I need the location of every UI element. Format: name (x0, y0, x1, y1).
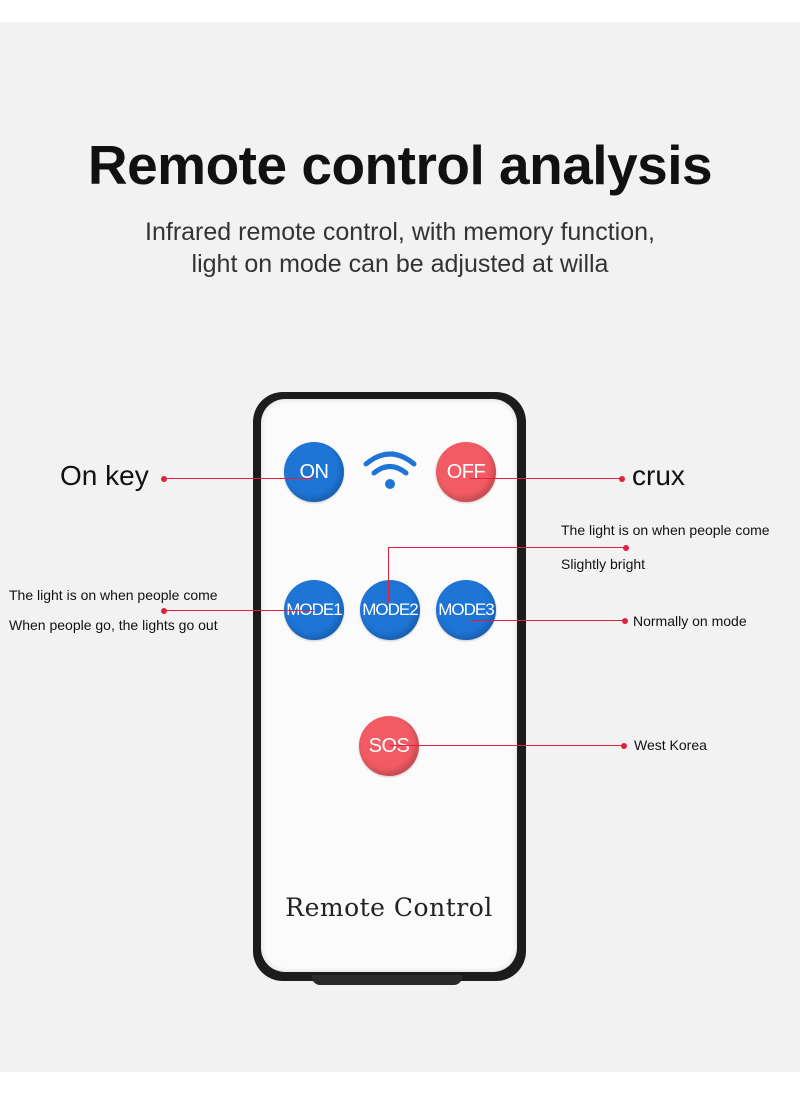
label-mode1-line2: When people go, the lights go out (9, 617, 218, 633)
label-mode3: Normally on mode (633, 613, 747, 629)
off-button[interactable]: OFF (436, 442, 496, 502)
mode2-button[interactable]: MODE2 (360, 580, 420, 640)
label-crux: crux (632, 460, 685, 491)
callout-dot-mode2 (623, 545, 629, 551)
callout-line-mode2-vertical (388, 547, 389, 603)
mode3-button[interactable]: MODE3 (436, 580, 496, 640)
callout-line-off (470, 478, 622, 479)
label-mode2-line2: Slightly bright (561, 556, 646, 572)
page-title: Remote control analysis (87, 134, 713, 196)
subtitle-line-1: Infrared remote control, with memory fun… (145, 218, 655, 246)
label-on-key: On key (60, 460, 149, 491)
callout-dot-mode3 (622, 618, 628, 624)
callout-dot-sos (621, 743, 627, 749)
callout-dot-mode1 (161, 608, 167, 614)
callout-line-sos (390, 745, 624, 746)
remote-brand-text: Remote Control (285, 893, 493, 922)
subtitle-line-2: light on mode can be adjusted at willa (191, 250, 609, 278)
callout-line-mode1 (164, 610, 314, 611)
callout-line-on (164, 478, 314, 479)
callout-line-mode2-horizontal (388, 547, 626, 548)
label-mode2-line1: The light is on when people come (561, 522, 770, 538)
page-subtitle: Infrared remote control, with memory fun… (0, 216, 800, 280)
callout-dot-off (619, 476, 625, 482)
label-mode1-line1: The light is on when people come (9, 587, 218, 603)
on-button[interactable]: ON (284, 442, 344, 502)
sos-button[interactable]: SOS (359, 716, 419, 776)
callout-line-mode3 (470, 620, 625, 621)
callout-dot-on (161, 476, 167, 482)
label-sos: West Korea (634, 737, 707, 753)
remote-battery-edge (312, 975, 462, 985)
